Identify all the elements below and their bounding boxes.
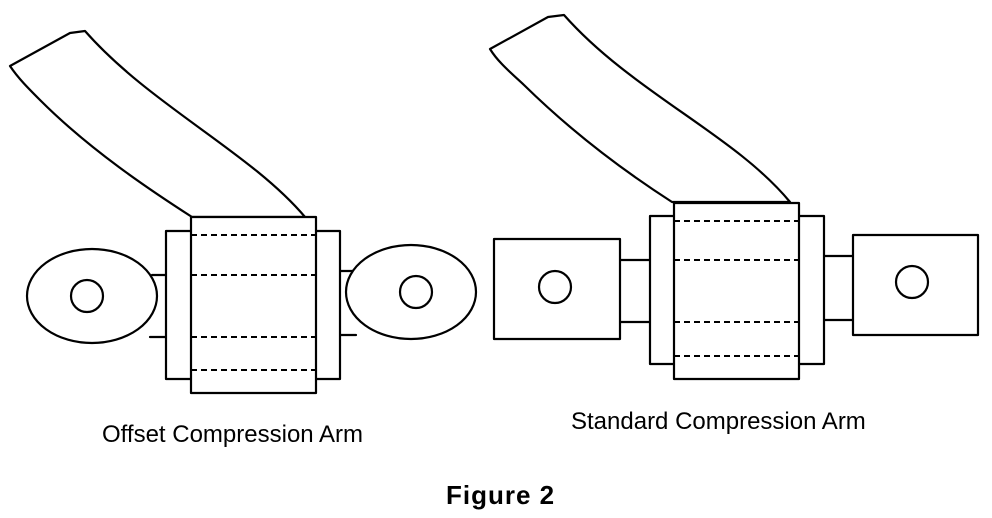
standard-compression-arm — [488, 13, 980, 381]
offset-left-bolt-hole — [69, 278, 105, 314]
offset-compression-arm — [8, 29, 478, 395]
standard-right-bolt-hole — [894, 264, 930, 300]
standard-compression-arm-caption: Standard Compression Arm — [571, 408, 866, 435]
offset-compression-arm-caption: Offset Compression Arm — [102, 421, 363, 448]
offset-right-bolt-hole — [398, 274, 434, 310]
standard-inner-bushing — [672, 201, 801, 381]
figure-label: Figure 2 — [446, 480, 556, 510]
standard-arm-body — [488, 13, 792, 204]
standard-left-bolt-hole — [537, 269, 573, 305]
offset-inner-bushing — [189, 215, 318, 395]
offset-arm-body — [8, 29, 307, 219]
